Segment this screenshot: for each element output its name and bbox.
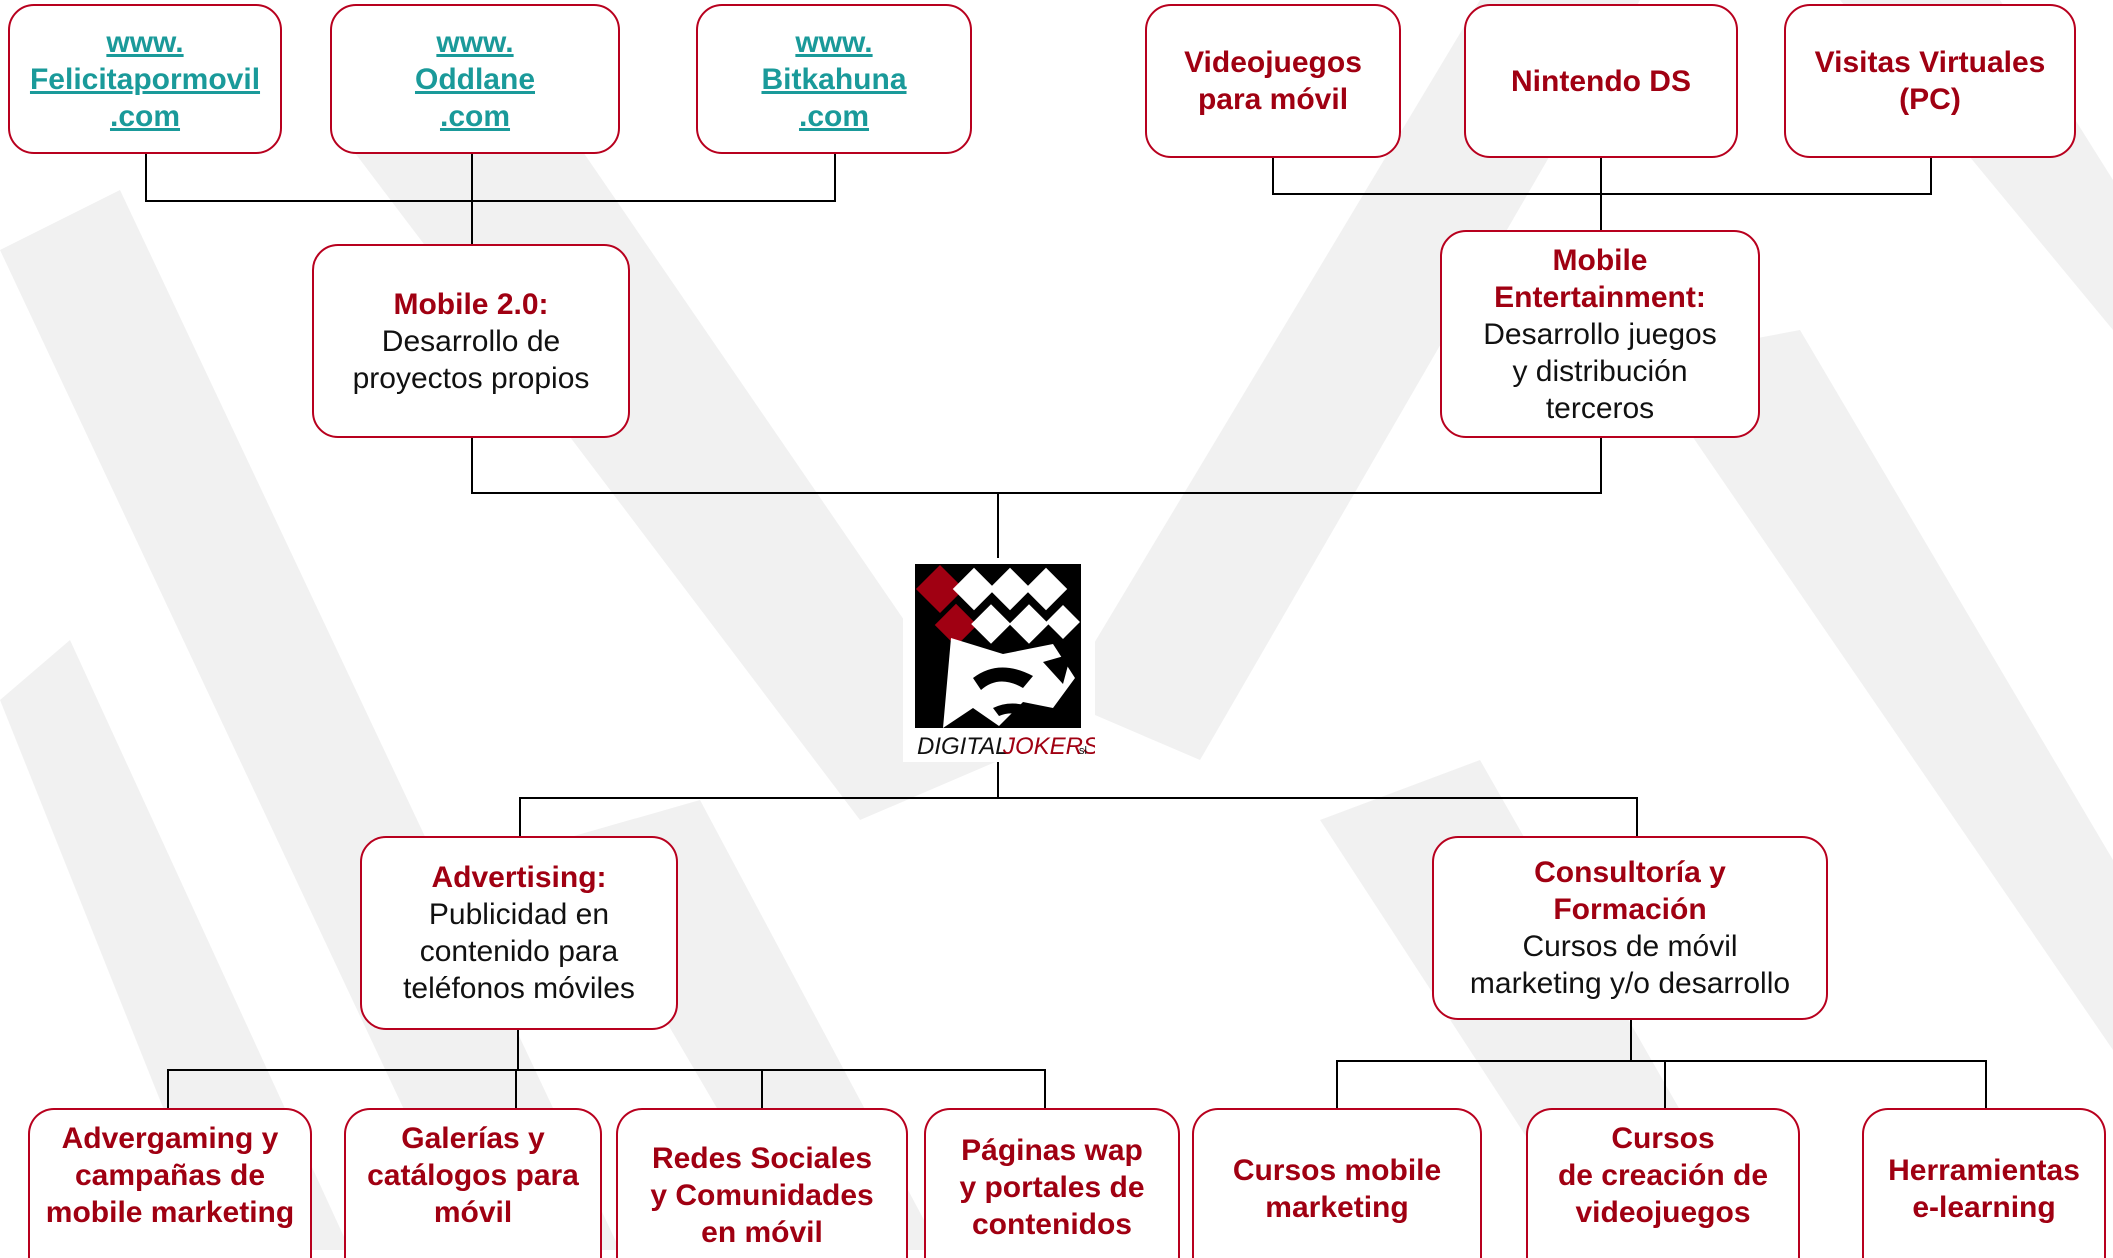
cursos-videojuegos-line-3: videojuegos	[1575, 1196, 1751, 1229]
mobile-entertainment-title-line-2: Entertainment:	[1494, 280, 1706, 314]
visitas-virtuales-line-1: Visitas Virtuales	[1814, 46, 2046, 79]
oddlane-link-line-1[interactable]: www.	[436, 25, 514, 59]
mobile-entertainment-title-line-1: Mobile	[1552, 243, 1648, 277]
consultoria-desc-line-1: Cursos de móvil	[1522, 930, 1738, 963]
visitas-virtuales-line-2: (PC)	[1899, 83, 1961, 116]
bitkahuna-link-line-2[interactable]: Bitkahuna	[761, 62, 907, 96]
consultoria-formacion-box: Consultoría y Formación Cursos de móvil …	[1432, 836, 1828, 1020]
herramientas-line-2: e-learning	[1912, 1191, 2056, 1224]
oddlane-link-box[interactable]: www. Oddlane .com	[330, 4, 620, 154]
redes-sociales-line-3: en móvil	[701, 1216, 823, 1249]
mobile-entertainment-desc-line-3: terceros	[1545, 391, 1655, 425]
redes-sociales-box: Redes Sociales y Comunidades en móvil	[616, 1108, 908, 1258]
paginas-wap-line-2: y portales de	[959, 1171, 1145, 1204]
herramientas-line-1: Herramientas	[1888, 1154, 2080, 1187]
galerias-catalogos-box: Galerías y catálogos para móvil	[344, 1108, 602, 1258]
galerias-line-3: móvil	[433, 1196, 513, 1229]
videojuegos-movil-line-1: Videojuegos	[1184, 46, 1362, 79]
bitkahuna-link-line-1[interactable]: www.	[795, 25, 873, 59]
cursos-videojuegos-line-2: de creación de	[1557, 1159, 1769, 1192]
visitas-virtuales-box: Visitas Virtuales (PC)	[1784, 4, 2076, 158]
mobile-2-0-title: Mobile 2.0:	[393, 287, 549, 321]
cursos-videojuegos-line-1: Cursos	[1611, 1122, 1715, 1155]
videojuegos-movil-box: Videojuegos para móvil	[1145, 4, 1401, 158]
mobile-entertainment-box: Mobile Entertainment: Desarrollo juegos …	[1440, 230, 1760, 438]
advertising-box: Advertising: Publicidad en contenido par…	[360, 836, 678, 1030]
mobile-2-0-desc-line-1: Desarrollo de	[381, 324, 561, 358]
advertising-title: Advertising:	[431, 861, 607, 894]
felicitapormovil-link-line-3[interactable]: .com	[109, 99, 181, 133]
bitkahuna-link-box[interactable]: www. Bitkahuna .com	[696, 4, 972, 154]
galerias-line-2: catálogos para	[367, 1159, 579, 1192]
oddlane-link-line-3[interactable]: .com	[439, 99, 511, 133]
cursos-videojuegos-box: Cursos de creación de videojuegos	[1526, 1108, 1800, 1258]
cursos-mobile-line-1: Cursos mobile	[1232, 1154, 1442, 1187]
logo-text-digital: DIGITAL	[917, 733, 1009, 760]
advertising-desc-line-2: contenido para	[419, 935, 619, 968]
mobile-entertainment-desc-line-1: Desarrollo juegos	[1483, 317, 1717, 351]
advergaming-line-2: campañas de	[74, 1159, 266, 1192]
felicitapormovil-link-line-2[interactable]: Felicitapormovil	[29, 62, 261, 96]
nintendo-ds-label: Nintendo DS	[1511, 64, 1691, 98]
cursos-mobile-marketing-box: Cursos mobile marketing	[1192, 1108, 1482, 1258]
consultoria-title-line-2: Formación	[1553, 893, 1707, 926]
mobile-entertainment-desc-line-2: y distribución	[1512, 354, 1688, 388]
consultoria-desc-line-2: marketing y/o desarrollo	[1469, 967, 1791, 1000]
bitkahuna-link-line-3[interactable]: .com	[798, 99, 870, 133]
redes-sociales-line-2: y Comunidades	[650, 1179, 874, 1212]
logo-text-jokers: JOKERS	[1002, 733, 1095, 760]
paginas-wap-line-1: Páginas wap	[961, 1134, 1143, 1167]
joker-face-icon: DIGITAL JOKERS sl	[903, 558, 1095, 762]
paginas-wap-box: Páginas wap y portales de contenidos	[924, 1108, 1180, 1258]
videojuegos-movil-line-2: para móvil	[1197, 83, 1349, 116]
mobile-2-0-box: Mobile 2.0: Desarrollo de proyectos prop…	[312, 244, 630, 438]
oddlane-link-line-2[interactable]: Oddlane	[414, 62, 535, 96]
advergaming-box: Advergaming y campañas de mobile marketi…	[28, 1108, 312, 1258]
mobile-2-0-desc-line-2: proyectos propios	[352, 361, 590, 395]
logo-text-suffix: sl	[1079, 745, 1087, 757]
redes-sociales-line-1: Redes Sociales	[651, 1142, 873, 1175]
paginas-wap-line-3: contenidos	[971, 1208, 1132, 1241]
nintendo-ds-box: Nintendo DS	[1464, 4, 1738, 158]
felicitapormovil-link-line-1[interactable]: www.	[106, 25, 184, 59]
felicitapormovil-link-box[interactable]: www. Felicitapormovil .com	[8, 4, 282, 154]
cursos-mobile-line-2: marketing	[1265, 1191, 1409, 1224]
advergaming-line-3: mobile marketing	[45, 1196, 295, 1229]
herramientas-elearning-box: Herramientas e-learning	[1862, 1108, 2106, 1258]
digital-jokers-logo: DIGITAL JOKERS sl	[903, 558, 1095, 762]
advertising-desc-line-3: teléfonos móviles	[403, 972, 635, 1005]
galerias-line-1: Galerías y	[401, 1122, 545, 1155]
advergaming-line-1: Advergaming y	[61, 1122, 279, 1155]
advertising-desc-line-1: Publicidad en	[428, 898, 610, 931]
consultoria-title-line-1: Consultoría y	[1534, 856, 1726, 889]
